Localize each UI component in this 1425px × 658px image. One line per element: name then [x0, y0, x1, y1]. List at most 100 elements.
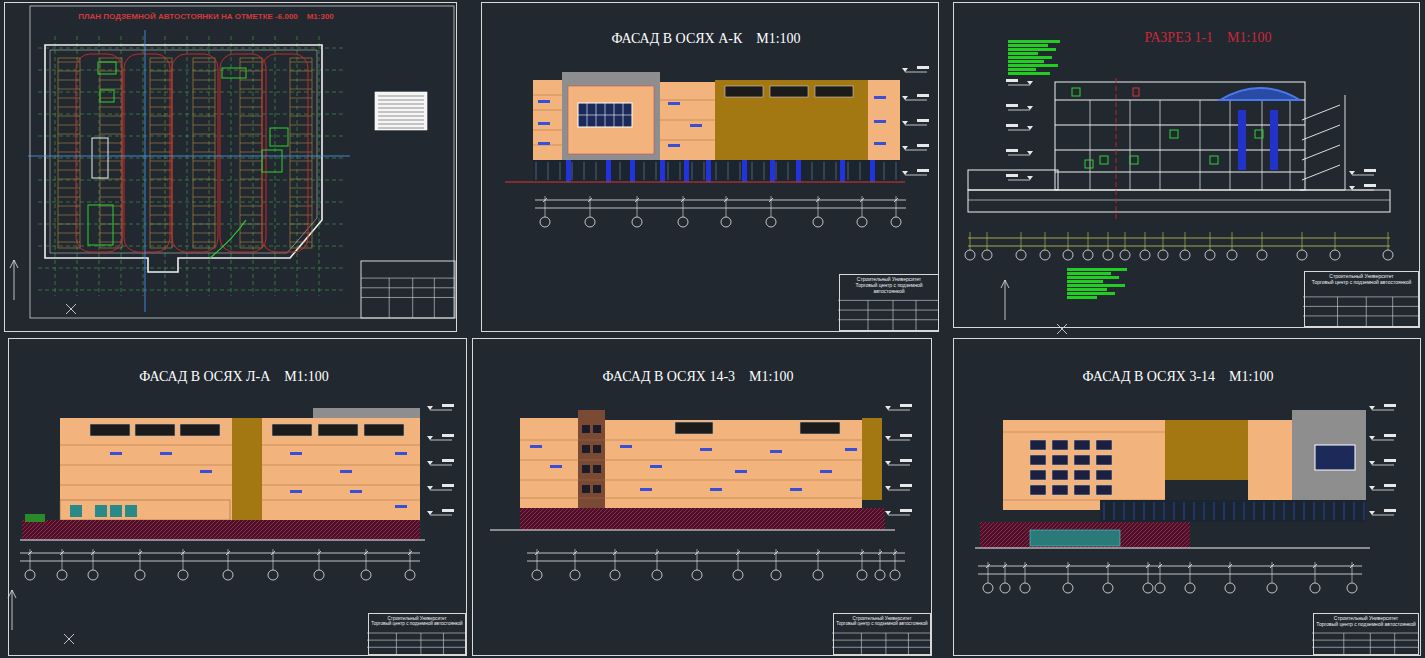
parking-stall [193, 134, 215, 135]
peach-panel [60, 418, 232, 520]
level-flag [900, 434, 912, 437]
ucs-x [66, 304, 76, 314]
grid-axis [38, 290, 345, 291]
glazing-mullion [656, 162, 657, 180]
podium [968, 170, 1058, 190]
window [1074, 485, 1090, 495]
entrance-glazing [125, 505, 137, 517]
title-block-line [1366, 297, 1367, 326]
window-slit [820, 470, 832, 473]
window [135, 424, 175, 436]
blue-column [840, 160, 845, 182]
dimension-tick [816, 551, 820, 555]
parking-stall [240, 242, 262, 243]
grid-axis [38, 114, 345, 115]
slab-line [968, 200, 1390, 201]
axis-bubble [1063, 583, 1073, 593]
parking-stall [193, 197, 215, 198]
parking-stall [150, 89, 172, 90]
parking-stall [58, 215, 80, 216]
level-flag [1384, 459, 1396, 462]
window-slit [770, 450, 782, 453]
parking-stall [58, 107, 80, 108]
title-block-line [838, 310, 938, 311]
axis-bubble [57, 570, 67, 580]
parking-stall [240, 206, 262, 207]
level-flag [917, 169, 929, 172]
panel-seam [660, 100, 715, 101]
panel-seam [262, 485, 420, 486]
blue-column [870, 160, 875, 182]
parking-stall [240, 179, 262, 180]
parking-stall [100, 161, 122, 162]
axis-bubble [1347, 583, 1357, 593]
parking-stall [290, 125, 312, 126]
ucs-arrow [1001, 280, 1005, 288]
ground-floor [533, 160, 900, 182]
peach-panel [568, 86, 654, 154]
plinth [520, 508, 885, 530]
spec-bar [1008, 56, 1052, 59]
parking-stall [58, 179, 80, 180]
parking-stall [58, 224, 80, 225]
dimension-row [535, 196, 906, 227]
grid-axis [121, 36, 122, 296]
window [1096, 470, 1112, 480]
axis-tick [1185, 232, 1186, 250]
ucs-icon [1001, 280, 1067, 334]
dimension-tick [408, 551, 412, 555]
inner-wall [50, 50, 317, 253]
legend-table-row [378, 128, 424, 129]
grid-axis [77, 36, 78, 296]
level-line [1352, 190, 1374, 191]
dimension-tick [364, 551, 368, 555]
title-block-line [412, 278, 413, 318]
glazing-mullion [692, 162, 693, 180]
dimension-tick [535, 551, 539, 555]
axis-bubble [1180, 250, 1190, 260]
peach-panel [1248, 420, 1292, 500]
driveway-loop [172, 54, 218, 252]
title-block: Строительный УниверситетТорговый центр с… [1313, 613, 1419, 655]
title-block-text: Торговый центр с подземной автостоянкой [836, 621, 928, 626]
window-slit [735, 470, 747, 473]
window [1030, 470, 1046, 480]
window [1052, 455, 1068, 465]
window [1074, 440, 1090, 450]
level-line [1372, 410, 1394, 411]
parking-stall [290, 143, 312, 144]
parking-stall [58, 161, 80, 162]
title-block-line [832, 640, 930, 641]
level-marker-group [1369, 404, 1396, 515]
peach-panel [605, 420, 862, 508]
title-block-grid [1312, 633, 1418, 654]
level-line [888, 515, 910, 516]
parking-stall [100, 107, 122, 108]
parking-row [58, 58, 80, 248]
axis-bubble [1310, 583, 1320, 593]
title-block-line [1394, 633, 1395, 654]
axis-tick [1068, 232, 1069, 250]
dimension-line [978, 574, 1362, 575]
window [1030, 440, 1046, 450]
level-triangle [427, 406, 433, 410]
level-triangle [885, 436, 891, 440]
ground-line [975, 548, 1370, 549]
grid-axis [231, 36, 232, 296]
glazing-mullion [596, 162, 597, 180]
axis-bubble [405, 570, 415, 580]
dimension-tick [635, 198, 639, 202]
dimension-tick [271, 551, 275, 555]
parking-stall [193, 125, 215, 126]
dimension-tick [893, 551, 897, 555]
glazing-mullion [1244, 502, 1245, 520]
level-line [888, 440, 910, 441]
level-triangle [1027, 106, 1033, 110]
parking-stall [290, 62, 312, 63]
window-slit [700, 448, 712, 451]
parking-stall [100, 242, 122, 243]
blue-column [684, 160, 689, 182]
dimension-tick [769, 198, 773, 202]
window-slit [874, 120, 886, 123]
level-line [430, 440, 452, 441]
